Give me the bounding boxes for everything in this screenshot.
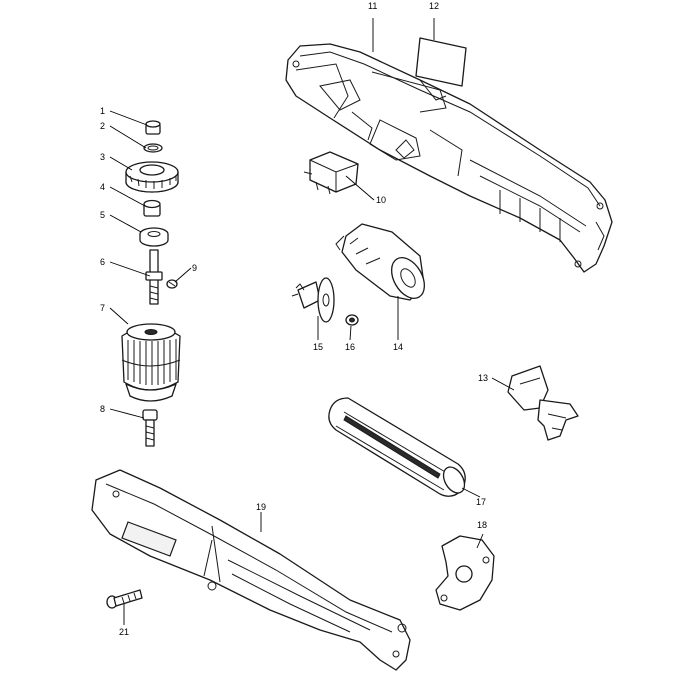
- part-14-motor: [335, 223, 426, 301]
- part-6-spindle: [145, 249, 163, 305]
- part-3-spur-gear: [125, 161, 179, 193]
- part-9-screw: [166, 279, 178, 289]
- part-19-housing-lower: [91, 469, 411, 671]
- callout-6: 6: [100, 257, 105, 267]
- part-13-terminal: [507, 365, 579, 441]
- callout-12: 12: [429, 1, 439, 11]
- part-7-chuck: [121, 323, 181, 402]
- callout-7: 7: [100, 303, 105, 313]
- leader-lines: [109, 18, 515, 625]
- callout-18: 18: [477, 520, 487, 530]
- part-12-label-plate: [415, 37, 467, 87]
- part-4-bushing: [143, 199, 161, 217]
- callout-1: 1: [100, 106, 105, 116]
- callout-19: 19: [256, 502, 266, 512]
- callout-3: 3: [100, 152, 105, 162]
- part-15-pinion: [291, 277, 335, 323]
- callout-11: 11: [368, 1, 377, 11]
- callout-16: 16: [345, 342, 355, 352]
- callout-5: 5: [100, 210, 105, 220]
- part-18-retainer-plate: [435, 535, 495, 611]
- part-21-housing-screw: [106, 589, 143, 609]
- callout-17: 17: [476, 497, 486, 507]
- part-17-battery: [328, 397, 466, 497]
- part-11-housing-upper: [285, 43, 613, 273]
- callouts: 1 2 3 4 5 6 7 8 9 10 11 12 13 14 15 16 1…: [100, 1, 488, 637]
- part-2-retaining-ring: [143, 143, 163, 153]
- part-5-bearing: [139, 227, 169, 247]
- callout-8: 8: [100, 404, 105, 414]
- part-10-switch: [303, 151, 359, 195]
- part-1-sleeve: [145, 120, 161, 135]
- part-16-bushing: [345, 314, 359, 326]
- callout-21: 21: [119, 627, 129, 637]
- callout-10: 10: [376, 195, 386, 205]
- callout-4: 4: [100, 182, 105, 192]
- callout-15: 15: [313, 342, 323, 352]
- callout-2: 2: [100, 121, 105, 131]
- callout-13: 13: [478, 373, 488, 383]
- callout-9: 9: [192, 263, 197, 273]
- part-8-chuck-screw: [142, 409, 158, 447]
- callout-14: 14: [393, 342, 403, 352]
